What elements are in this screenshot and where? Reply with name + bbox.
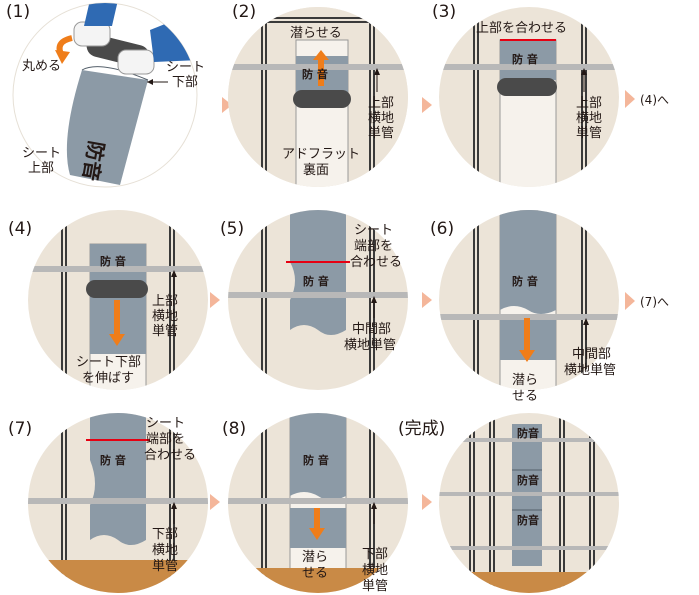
label-align-2: 端部を: [146, 432, 185, 447]
step-complete: 防音 防音 防音 (完成): [398, 413, 619, 593]
step-number: (6): [430, 219, 454, 239]
sheet-print-text: 防 音: [512, 52, 538, 66]
label-align-3: 合わせる: [350, 255, 402, 270]
label-align-1: シート: [146, 416, 185, 431]
ground: [439, 572, 619, 593]
label-slip-1: 潜ら: [302, 550, 328, 565]
rolled-sheet: [293, 90, 351, 108]
down-arrow-icon: [109, 334, 125, 346]
ground: [28, 560, 208, 593]
label-slip-1: 潜ら: [512, 373, 538, 388]
label-extend-1: シート下部: [76, 355, 141, 370]
label-low-3: 単管: [152, 558, 178, 574]
chevron-right-icon: [210, 494, 220, 510]
sheet-print-text: 防 音: [100, 254, 126, 268]
label-pipe-2: 横地: [152, 309, 178, 324]
label-adflat-1: アドフラット: [282, 147, 360, 162]
sheet-print-text: 防音: [517, 513, 539, 527]
label-low-2: 横地: [152, 543, 178, 558]
sheet-print-text: 防 音: [303, 453, 329, 467]
sheet-panel: [290, 210, 346, 335]
step-7: 防 音 (7) シート 端部を 合わせる 下部 横地 単管: [8, 413, 208, 593]
label-mid-1: 中間部: [572, 347, 611, 362]
sleeve-right: [150, 10, 197, 62]
label-low-2: 横地: [362, 563, 388, 578]
label-pipe-2: 横地: [368, 111, 394, 126]
label-mid-2: 横地単管: [564, 362, 616, 378]
step-2: 防 音 (2) 潜らせる 上部 横地 単管 アドフラット 裏面: [228, 2, 408, 187]
step-3: 防 音 (3) 上部を合わせる 上部 横地 単管 (4)へ: [432, 2, 669, 187]
label-mid-2: 横地単管: [344, 337, 396, 353]
glove-right-icon: [117, 49, 155, 75]
chevron-right-icon: [210, 292, 220, 308]
sheet-panel: [290, 413, 346, 500]
sheet-print-text: 防 音: [512, 274, 538, 288]
step-number: (7): [8, 419, 32, 439]
step-number: (3): [432, 2, 456, 22]
chevron-right-icon: [222, 97, 232, 113]
label-low-3: 単管: [362, 578, 388, 594]
chevron-right-icon: [422, 97, 432, 113]
step-number: (4): [8, 219, 32, 239]
sheet-print-text: 防 音: [302, 67, 328, 81]
label-slip-2: せる: [302, 566, 328, 581]
step-number: (2): [232, 2, 256, 22]
chevron-right-icon: [422, 494, 432, 510]
down-arrow-icon: [519, 350, 535, 362]
label-pipe-2: 横地: [576, 111, 602, 126]
label-align-top: 上部を合わせる: [476, 21, 567, 36]
sheet-print-text: 防 音: [100, 453, 126, 467]
label-pipe-3: 単管: [576, 125, 602, 141]
rolled-sheet: [497, 78, 557, 96]
step-number: (5): [220, 219, 244, 239]
chevron-right-icon: [625, 292, 635, 310]
step-number: (完成): [398, 419, 445, 439]
sheet-print-text: 防 音: [303, 274, 329, 288]
label-pipe-1: 上部: [152, 294, 178, 309]
step-6: 防 音 (6) 潜ら せる 中間部 横地単管 (7)へ: [430, 210, 669, 404]
label-roll: 丸める: [22, 59, 61, 74]
up-arrow-icon: [313, 50, 329, 60]
label-adflat-2: 裏面: [303, 163, 329, 178]
step-number: (1): [6, 2, 30, 22]
label-slip-2: せる: [512, 389, 538, 404]
step-number: (8): [222, 419, 246, 439]
sheet-panel: [66, 70, 148, 185]
label-sheet-bottom-2: 下部: [172, 75, 198, 90]
sheet-print-text: 防音: [517, 473, 539, 487]
rolled-sheet: [86, 280, 148, 298]
sleeve-left: [84, 3, 118, 26]
label-sheet-top-1: シート: [22, 146, 61, 161]
step-4: 防 音 (4) 上部 横地 単管 シート下部 を伸ばす: [8, 210, 208, 390]
sheet-panel: [500, 210, 556, 314]
label-sheet-bottom-1: シート: [166, 60, 205, 75]
chevron-right-icon: [422, 292, 432, 308]
step-8: 防 音 (8) 潜ら せる 下部 横地 単管: [222, 413, 408, 594]
label-extend-2: を伸ばす: [82, 371, 134, 386]
label-low-1: 下部: [152, 527, 178, 542]
label-pipe-3: 単管: [152, 323, 178, 339]
label-align-2: 端部を: [354, 239, 393, 254]
sheet-print-text: 防音: [517, 426, 539, 440]
label-mid-1: 中間部: [352, 322, 391, 337]
label-next: (4)へ: [640, 93, 669, 107]
label-align-1: シート: [354, 223, 393, 238]
step-1: 防音 (1) 丸める シート 下部 シート 上部: [6, 2, 205, 188]
label-slip: 潜らせる: [290, 26, 342, 41]
chevron-right-icon: [625, 90, 635, 108]
label-pipe-1: 上部: [576, 96, 602, 111]
label-next: (7)へ: [640, 295, 669, 309]
label-pipe-3: 単管: [368, 125, 394, 141]
label-low-1: 下部: [362, 547, 388, 562]
label-sheet-top-2: 上部: [28, 161, 54, 176]
label-align-3: 合わせる: [144, 448, 196, 463]
step-5: 防 音 (5) シート 端部を 合わせる 中間部 横地単管: [220, 210, 408, 390]
down-arrow-icon: [309, 528, 325, 540]
label-pipe-1: 上部: [368, 96, 394, 111]
sheet-panel: [90, 413, 146, 545]
sheet-panel: [500, 40, 556, 80]
